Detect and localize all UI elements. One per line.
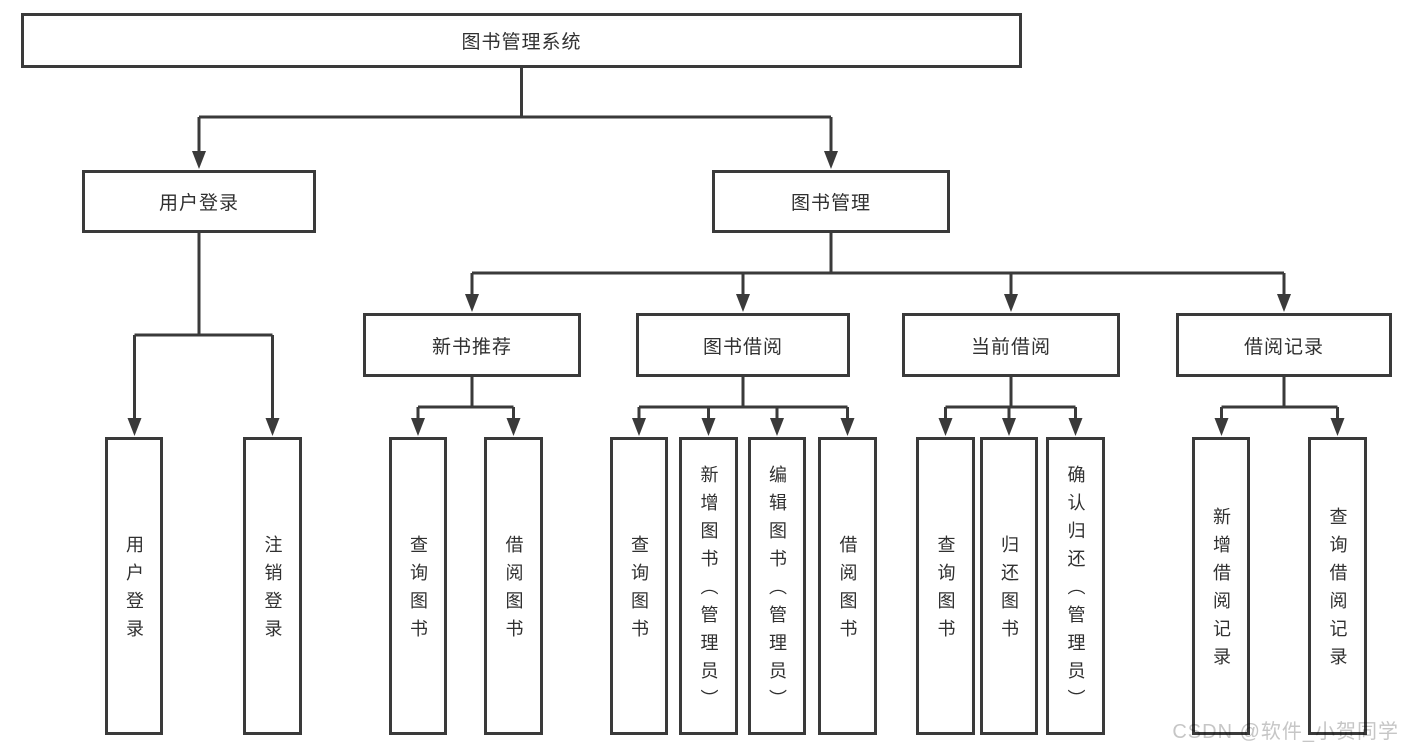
node-label: 新书推荐	[431, 336, 512, 358]
node-label: 确认归还（管理员）	[1065, 465, 1086, 717]
node-book-management: 图书管理	[712, 170, 950, 233]
node-borrowing-records: 借阅记录	[1176, 313, 1392, 377]
node-leaf-logout: 注销登录	[243, 437, 302, 735]
node-label: 注销登录	[262, 535, 283, 647]
node-leaf-borrow-books-borrowing: 借阅图书	[818, 437, 877, 735]
node-leaf-edit-books-admin: 编辑图书（管理员）	[748, 437, 806, 735]
node-label: 当前借阅	[970, 336, 1051, 358]
node-book-borrowing: 图书借阅	[636, 313, 850, 377]
node-leaf-query-borrow-record: 查询借阅记录	[1308, 437, 1367, 735]
node-leaf-query-books-recommend: 查询图书	[389, 437, 447, 735]
node-label: 查询图书	[935, 535, 956, 647]
node-leaf-borrow-books-recommend: 借阅图书	[484, 437, 543, 735]
node-label: 图书管理系统	[461, 32, 582, 53]
node-leaf-confirm-return-admin: 确认归还（管理员）	[1046, 437, 1105, 735]
node-label: 图书管理	[790, 193, 871, 214]
node-leaf-return-books: 归还图书	[980, 437, 1038, 735]
node-label: 归还图书	[999, 535, 1019, 647]
node-library-management-system: 图书管理系统	[21, 13, 1022, 68]
node-user-login: 用户登录	[82, 170, 316, 233]
node-leaf-query-books-borrowing: 查询图书	[610, 437, 668, 735]
node-label: 查询图书	[408, 535, 428, 647]
node-label: 图书借阅	[702, 336, 783, 358]
node-label: 查询图书	[629, 535, 649, 647]
node-label: 新增借阅记录	[1211, 507, 1231, 675]
node-leaf-add-borrow-record: 新增借阅记录	[1192, 437, 1250, 735]
node-label: 借阅图书	[837, 535, 858, 647]
node-label: 用户登录	[158, 193, 239, 214]
node-label: 编辑图书（管理员）	[767, 465, 787, 717]
node-label: 查询借阅记录	[1327, 507, 1348, 675]
node-new-book-recommendation: 新书推荐	[363, 313, 581, 377]
node-leaf-query-books-current: 查询图书	[916, 437, 975, 735]
node-label: 借阅图书	[503, 535, 524, 647]
node-label: 借阅记录	[1243, 336, 1324, 358]
node-current-borrowing: 当前借阅	[902, 313, 1120, 377]
node-label: 用户登录	[124, 535, 144, 647]
node-leaf-add-books-admin: 新增图书（管理员）	[679, 437, 738, 735]
node-label: 新增图书（管理员）	[698, 465, 719, 717]
node-leaf-user-login: 用户登录	[105, 437, 163, 735]
